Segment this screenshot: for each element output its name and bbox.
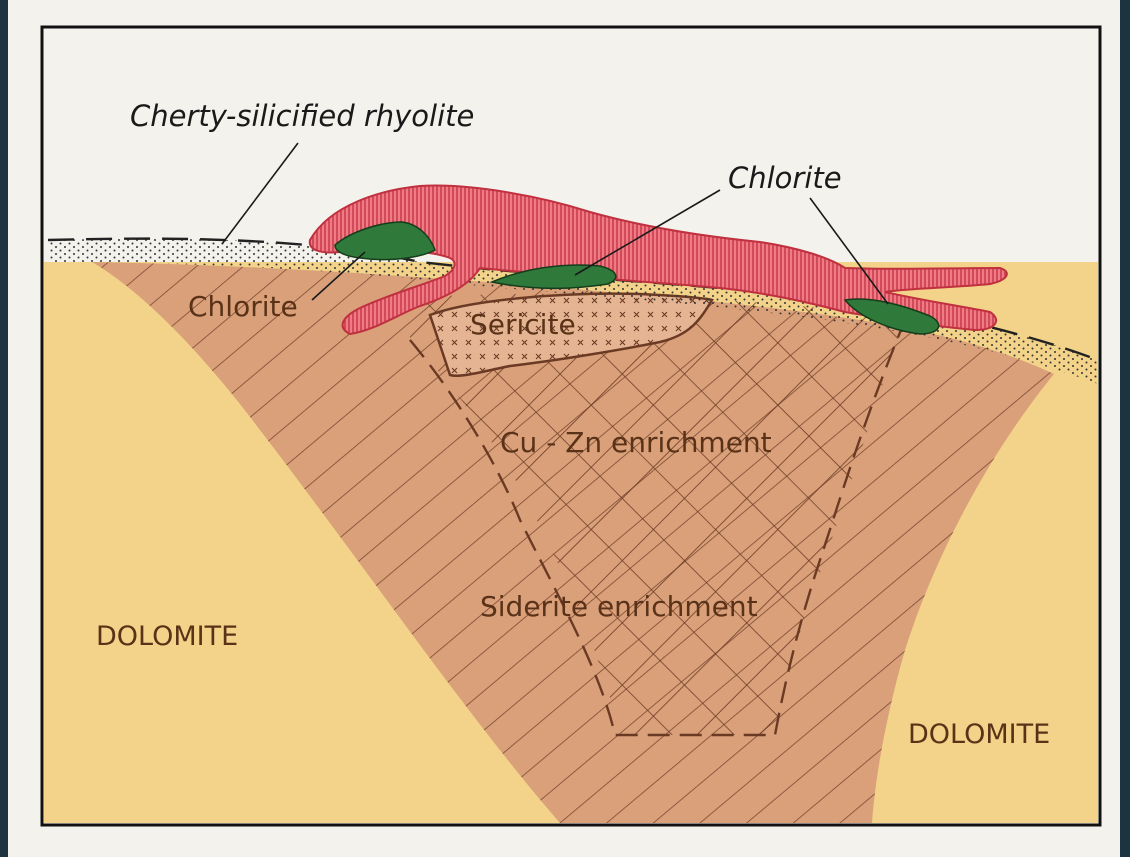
label-siderite-enrichment: Siderite enrichment [480, 590, 758, 623]
label-chlorite-left: Chlorite [188, 290, 298, 323]
label-chlorite-top: Chlorite [728, 161, 842, 195]
label-dolomite-right: DOLOMITE [908, 719, 1050, 750]
label-cherty-silicified-rhyolite: Cherty-silicified rhyolite [130, 99, 474, 133]
label-dolomite-left: DOLOMITE [96, 621, 238, 652]
label-sericite: Sericite [470, 308, 576, 341]
label-cu-zn-enrichment: Cu - Zn enrichment [500, 426, 772, 459]
